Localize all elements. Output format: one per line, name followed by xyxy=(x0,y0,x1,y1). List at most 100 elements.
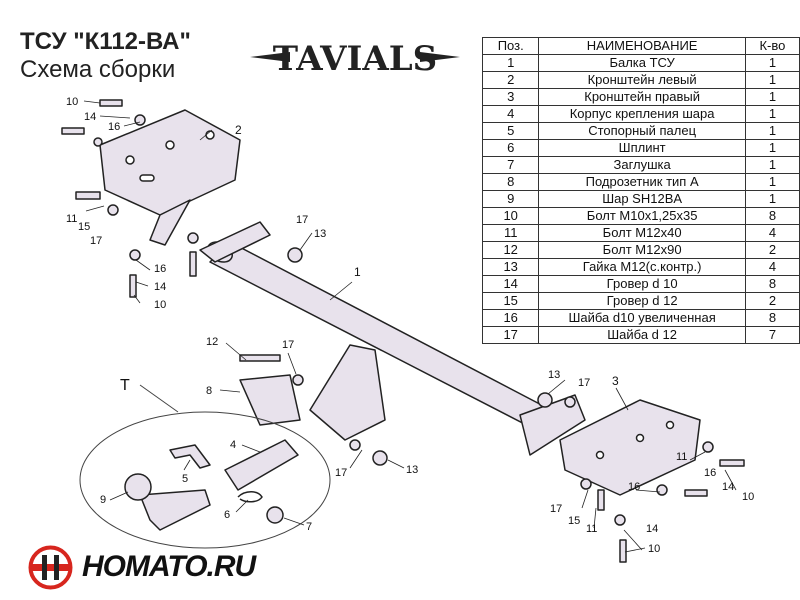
washer xyxy=(134,114,146,126)
cell-name: Болт М12х90 xyxy=(538,241,746,259)
callout-3: 3 xyxy=(612,374,619,388)
callout-15: 15 xyxy=(78,221,90,233)
cell-qty: 1 xyxy=(744,156,800,174)
callout-17: 17 xyxy=(296,214,308,226)
callout-16: 16 xyxy=(628,481,640,493)
callout-11: 11 xyxy=(676,451,687,463)
callout-13: 13 xyxy=(548,369,560,381)
callout-11: 11 xyxy=(66,213,77,225)
nut xyxy=(537,392,553,408)
left-beam-plate xyxy=(199,221,271,263)
right-mount-plate xyxy=(519,394,586,456)
bolt xyxy=(684,489,708,497)
callout-12: 12 xyxy=(206,336,218,348)
washer xyxy=(702,441,714,453)
cell-pos: 13 xyxy=(481,258,540,276)
callout-14: 14 xyxy=(154,281,166,293)
cell-name: Заглушка xyxy=(538,156,746,174)
washer xyxy=(292,374,304,386)
nut xyxy=(372,450,388,466)
cell-pos: 16 xyxy=(481,309,540,327)
bolt xyxy=(719,459,745,467)
callout-10: 10 xyxy=(154,299,166,311)
cell-pos: 14 xyxy=(481,275,540,293)
callout-14: 14 xyxy=(84,111,96,123)
left-bracket xyxy=(99,109,241,246)
bolt xyxy=(189,251,197,277)
callout-16: 16 xyxy=(154,263,166,275)
washer xyxy=(349,439,361,451)
cap-plug xyxy=(266,506,284,524)
cell-qty: 7 xyxy=(744,326,800,344)
callout-7: 7 xyxy=(306,521,312,533)
callout-4: 4 xyxy=(230,439,236,451)
diagram-subtitle: Схема сборки xyxy=(20,56,176,83)
cell-pos: 17 xyxy=(481,326,540,344)
detail-t-outline xyxy=(79,411,331,549)
bolt xyxy=(75,191,101,200)
bolt xyxy=(597,489,605,511)
callout-14: 14 xyxy=(722,481,734,493)
tow-ball xyxy=(124,473,211,531)
callout-14: 14 xyxy=(646,523,658,535)
bolt xyxy=(129,274,137,298)
locking-pin xyxy=(169,444,211,469)
bolt xyxy=(99,99,123,107)
washer xyxy=(129,249,141,261)
brand-logo-text: TAVIALS xyxy=(273,39,437,79)
bolt xyxy=(239,354,281,362)
cell-name: Шайба d 12 xyxy=(538,326,746,344)
washer xyxy=(564,396,576,408)
washer xyxy=(656,484,668,496)
ball-housing xyxy=(224,439,299,491)
callout-16: 16 xyxy=(108,121,120,133)
callout-15: 15 xyxy=(568,515,580,527)
center-mount-plate xyxy=(309,344,386,441)
callout-17: 17 xyxy=(90,235,102,247)
bolt xyxy=(61,127,85,135)
callout-10: 10 xyxy=(66,96,78,108)
cell-name: Кронштейн правый xyxy=(538,88,746,106)
nut xyxy=(287,247,303,263)
callout-16: 16 xyxy=(704,467,716,479)
washer xyxy=(580,478,592,490)
callout-9: 9 xyxy=(100,494,106,506)
callout-10: 10 xyxy=(742,491,754,503)
callout-11: 11 xyxy=(586,523,597,535)
cotter-pin xyxy=(237,491,263,503)
tavials-logo: TAVIALS xyxy=(250,39,460,79)
washer xyxy=(187,232,199,244)
socket-mount-plate xyxy=(239,374,301,426)
site-name: HOMATO.RU xyxy=(82,550,256,583)
callout-8: 8 xyxy=(206,385,212,397)
bolt xyxy=(619,539,627,563)
callout-5: 5 xyxy=(182,473,188,485)
cell-name: Кронштейн левый xyxy=(538,71,746,89)
table-header-row: Поз. НАИМЕНОВАНИЕ К-во xyxy=(481,37,800,55)
callout-6: 6 xyxy=(224,509,230,521)
callout-2: 2 xyxy=(235,123,242,137)
homato-logo-icon xyxy=(28,545,73,590)
cell-name: Шайба d10 увеличенная xyxy=(538,309,746,327)
callout-17: 17 xyxy=(335,467,347,479)
callout-17: 17 xyxy=(578,377,590,389)
right-bracket xyxy=(559,399,701,496)
washer xyxy=(93,137,103,147)
washer xyxy=(614,514,626,526)
diagram-title: ТСУ "К112-ВА" xyxy=(20,28,191,55)
callout-17: 17 xyxy=(282,339,294,351)
